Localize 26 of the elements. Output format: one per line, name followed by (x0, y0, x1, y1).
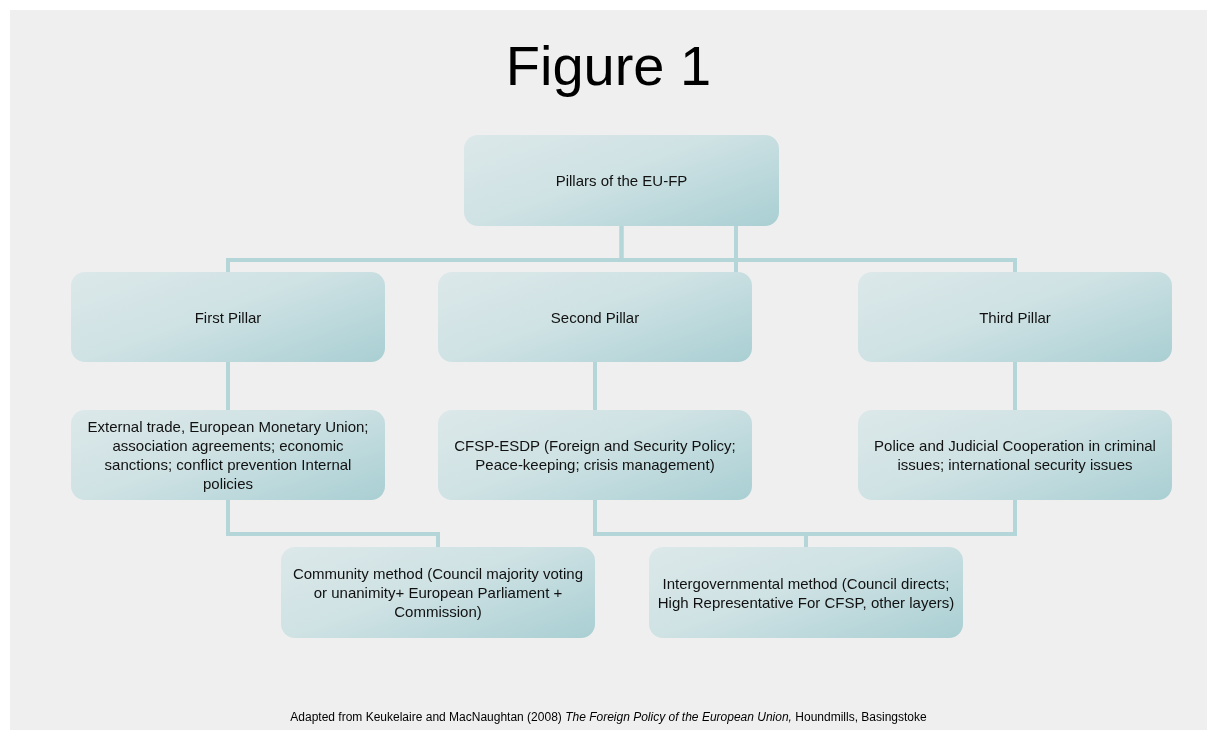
box-text: CFSP-ESDP (Foreign and Security Policy; Peace-keeping; crisis management) (453, 436, 737, 474)
rounded-box (858, 272, 1172, 362)
source-caption: Adapted from Keukelaire and MacNaughtan (2008) The Foreign Policy of the European Union, Houndmills, Basingstoke (290, 710, 927, 724)
connector-line (804, 500, 1017, 547)
rounded-box (71, 272, 385, 362)
box-text: External trade, European Monetary Union; association agreements; economic sanctions; conflict prevention Internal policies (86, 417, 370, 493)
connector-line (226, 500, 440, 547)
box-text: First Pillar (194, 307, 262, 327)
box-text: Pillars of the EU-FP (555, 171, 688, 190)
rounded-box (438, 410, 752, 500)
rounded-box (281, 547, 595, 638)
rounded-box (858, 410, 1172, 500)
rounded-box (71, 410, 385, 500)
rounded-box (464, 135, 779, 226)
connector-line (734, 226, 738, 272)
connector-line (619, 226, 1017, 272)
box-text: Third Pillar (979, 307, 1051, 327)
box-text: Police and Judicial Cooperation in criminal issues; international security issues (873, 436, 1157, 474)
box-text: Second Pillar (550, 307, 640, 327)
box-text: Community method (Council majority voting or unanimity+ European Parliament + Commission) (291, 564, 585, 621)
box-text: Intergovernmental method (Council directs; High Representative For CFSP, other layers) (657, 573, 955, 612)
connector-line (593, 362, 597, 410)
connector-line (226, 362, 230, 410)
rounded-box (438, 272, 752, 362)
rounded-box (649, 547, 963, 638)
connector-line (1013, 362, 1017, 410)
